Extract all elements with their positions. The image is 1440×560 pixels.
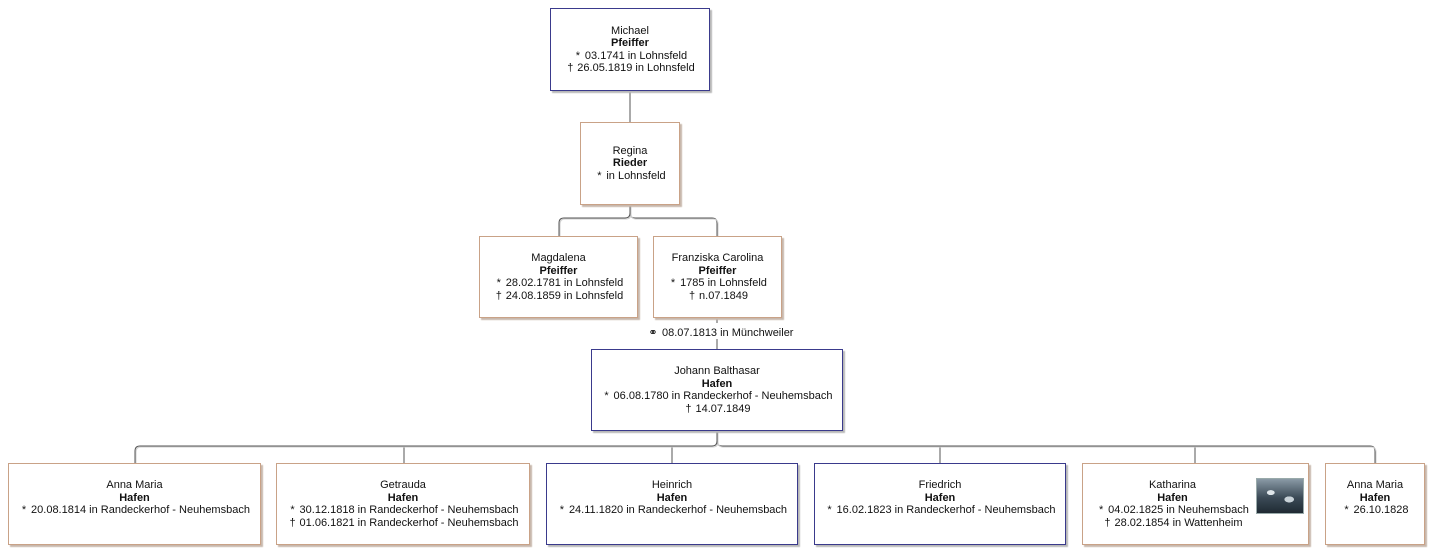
birth-line: * in Lohnsfeld: [594, 170, 665, 183]
surname: Rieder: [612, 157, 648, 170]
birth-star-icon: *: [827, 504, 832, 516]
given-name: Franziska Carolina: [671, 252, 764, 264]
birth-line: * 28.02.1781 in Lohnsfeld: [494, 277, 624, 290]
person-card-anna-maria-hafen-1814[interactable]: Anna Maria Hafen * 20.08.1814 in Randecke…: [8, 463, 261, 545]
person-card-getrauda-hafen[interactable]: Getrauda Hafen * 30.12.1818 in Randeckerh…: [276, 463, 530, 545]
given-name: Heinrich: [651, 479, 693, 491]
birth-star-icon: *: [290, 504, 295, 516]
birth-star-icon: *: [559, 504, 565, 516]
person-photo-thumbnail[interactable]: [1256, 478, 1304, 514]
death-line: †14.07.1849: [683, 403, 750, 416]
surname: Pfeiffer: [698, 264, 737, 277]
birth-line: * 06.08.1780 in Randeckerhof - Neuhemsbac…: [602, 390, 833, 403]
marriage-info: 08.07.1813 in Münchweiler: [662, 327, 794, 339]
given-name: Friedrich: [918, 479, 962, 491]
surname: Pfeiffer: [539, 264, 578, 277]
given-name: Anna Maria: [1346, 479, 1404, 491]
death-cross-icon: †: [688, 289, 696, 302]
surname: Hafen: [1157, 491, 1188, 504]
birth-info: 06.08.1780 in Randeckerhof - Neuhemsbach: [613, 390, 833, 402]
death-line: †28.02.1854 in Wattenheim: [1102, 517, 1242, 530]
death-info: n.07.1849: [699, 289, 748, 302]
given-name: Getrauda: [380, 479, 426, 491]
death-cross-icon: †: [685, 402, 692, 415]
surname: Pfeiffer: [611, 37, 649, 49]
given-name: Michael: [611, 24, 649, 37]
person-card-katharina-hafen[interactable]: Katharina Hafen * 04.02.1825 in Neuhemsba…: [1082, 463, 1309, 545]
person-card-anna-maria-hafen-1828[interactable]: Anna Maria Hafen * 26.10.1828: [1325, 463, 1425, 545]
birth-info: 16.02.1823 in Randeckerhof - Neuhemsbach: [836, 504, 1056, 516]
given-name: Johann Balthasar: [674, 365, 760, 377]
person-card-magdalena-pfeiffer[interactable]: Magdalena Pfeiffer * 28.02.1781 in Lohnsf…: [479, 236, 638, 318]
death-cross-icon: †: [567, 62, 574, 74]
birth-star-icon: *: [670, 277, 676, 289]
birth-info: 26.10.1828: [1353, 504, 1409, 516]
surname: Hafen: [924, 491, 956, 504]
death-info: 24.08.1859 in Lohnsfeld: [505, 289, 624, 302]
birth-star-icon: *: [21, 504, 27, 516]
given-name: Magdalena: [531, 252, 586, 264]
death-info: 14.07.1849: [695, 402, 751, 415]
given-name: Katharina: [1148, 479, 1197, 491]
marriage-label: ⚭ 08.07.1813 in Münchweiler: [646, 326, 793, 339]
surname: Hafen: [119, 491, 150, 504]
birth-star-icon: *: [604, 390, 609, 402]
birth-star-icon: *: [575, 49, 581, 62]
death-info: 28.02.1854 in Wattenheim: [1114, 516, 1243, 529]
birth-star-icon: *: [597, 169, 602, 182]
person-card-heinrich-hafen[interactable]: Heinrich Hafen *24.11.1820 in Randeckerh…: [546, 463, 798, 545]
birth-info: 30.12.1818 in Randeckerhof - Neuhemsbach: [299, 504, 519, 516]
death-line: †01.06.1821 in Randeckerhof - Neuhemsbac…: [288, 516, 519, 530]
birth-info: in Lohnsfeld: [606, 169, 666, 182]
birth-line: * 20.08.1814 in Randeckerhof - Neuhemsbac…: [19, 504, 250, 517]
birth-line: * 26.10.1828: [1341, 504, 1408, 517]
surname: Hafen: [387, 491, 419, 504]
birth-info: 04.02.1825 in Neuhemsbach: [1108, 504, 1249, 516]
birth-line: * 16.02.1823 in Randeckerhof - Neuhemsbac…: [825, 504, 1056, 517]
birth-info: 20.08.1814 in Randeckerhof - Neuhemsbach: [31, 504, 250, 516]
death-line: †n.07.1849: [687, 290, 748, 303]
birth-star-icon: *: [1344, 504, 1349, 516]
birth-line: * 1785 in Lohnsfeld: [668, 277, 767, 290]
person-card-friedrich-hafen[interactable]: Friedrich Hafen * 16.02.1823 in Randecker…: [814, 463, 1066, 545]
marriage-rings-icon: ⚭: [648, 327, 658, 339]
birth-line: * 04.02.1825 in Neuhemsbach: [1096, 504, 1249, 517]
given-name: Anna Maria: [106, 479, 163, 491]
person-card-michael-pfeiffer[interactable]: Michael Pfeiffer *03.1741 in Lohnsfeld †…: [550, 8, 710, 91]
death-cross-icon: †: [1104, 516, 1111, 529]
death-line: †26.05.1819 in Lohnsfeld: [565, 62, 695, 75]
birth-star-icon: *: [1099, 504, 1104, 516]
person-card-franziska-carolina-pfeiffer[interactable]: Franziska Carolina Pfeiffer * 1785 in Loh…: [653, 236, 782, 318]
birth-line: *03.1741 in Lohnsfeld: [573, 50, 687, 63]
person-card-regina-rieder[interactable]: Regina Rieder * in Lohnsfeld: [580, 122, 680, 205]
death-info: 26.05.1819 in Lohnsfeld: [577, 62, 695, 74]
given-name: Regina: [612, 144, 648, 157]
death-line: †24.08.1859 in Lohnsfeld: [494, 289, 624, 303]
death-cross-icon: †: [495, 289, 502, 302]
birth-star-icon: *: [496, 277, 501, 289]
surname: Hafen: [1359, 491, 1391, 504]
birth-line: * 30.12.1818 in Randeckerhof - Neuhemsbac…: [288, 504, 519, 517]
death-info: 01.06.1821 in Randeckerhof - Neuhemsbach: [299, 516, 519, 529]
surname: Hafen: [701, 377, 733, 390]
birth-info: 24.11.1820 in Randeckerhof - Neuhemsbach: [568, 504, 788, 516]
surname: Hafen: [656, 491, 688, 504]
birth-info: 03.1741 in Lohnsfeld: [584, 49, 688, 62]
death-cross-icon: †: [289, 516, 296, 529]
birth-info: 28.02.1781 in Lohnsfeld: [505, 277, 624, 289]
birth-info: 1785 in Lohnsfeld: [680, 277, 767, 289]
person-card-johann-balthasar-hafen[interactable]: Johann Balthasar Hafen * 06.08.1780 in Ra…: [591, 349, 843, 431]
birth-line: *24.11.1820 in Randeckerhof - Neuhemsbac…: [557, 504, 787, 517]
